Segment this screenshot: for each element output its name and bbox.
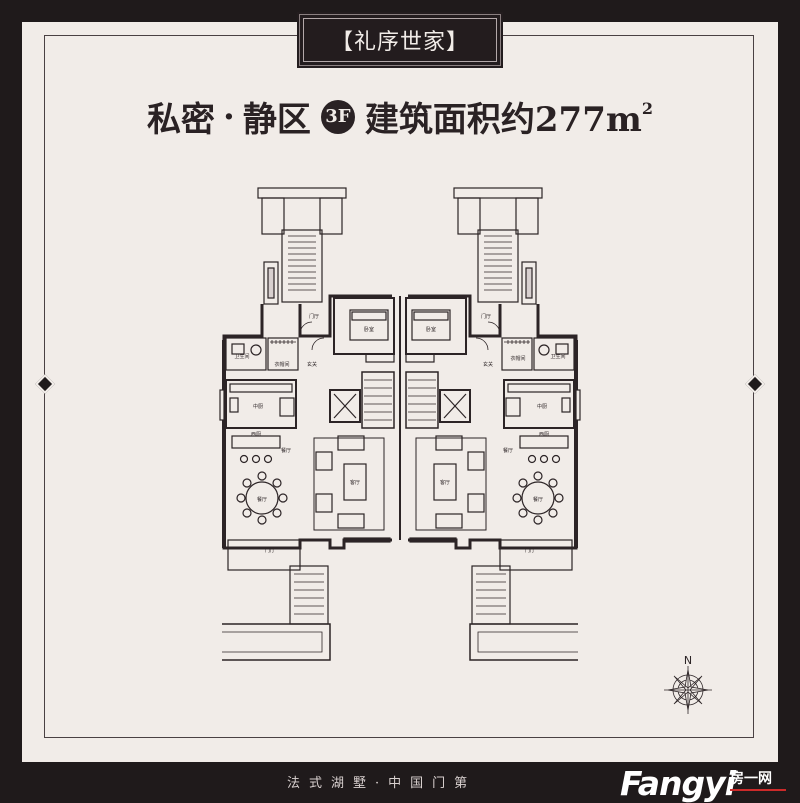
label-foyer-right: 门厅 xyxy=(481,313,491,320)
watermark-logo-cn-text: 房一网 xyxy=(730,771,772,787)
area-superscript: 2 xyxy=(641,99,653,118)
label-pantry-left: 玄关 xyxy=(307,361,317,368)
collection-badge: 【礼序世家】 xyxy=(297,12,503,68)
title-part1: 私密 xyxy=(147,100,216,140)
label-closet-left: 衣帽间 xyxy=(274,361,289,368)
area-label: 建筑面积约277m xyxy=(364,100,642,140)
label-kitchen-right: 中厨 xyxy=(537,403,547,410)
label-foyer-left: 门厅 xyxy=(309,313,319,320)
label-restaurant-left: 餐厅 xyxy=(257,496,267,503)
compass-rose-icon xyxy=(664,666,712,714)
label-porch-right: 门厅 xyxy=(525,547,535,554)
title-separator: · xyxy=(223,96,235,137)
label-bath-right: 卫生间 xyxy=(550,353,565,360)
floor-badge: 3F xyxy=(320,99,355,134)
label-porch-left: 门厅 xyxy=(265,547,275,554)
label-bath-left: 卫生间 xyxy=(234,353,249,360)
watermark-logo: Fangyi xyxy=(620,764,736,803)
label-bedroom-left: 卧室 xyxy=(364,326,374,333)
right-unit-plan xyxy=(404,186,582,662)
label-closet-right: 衣帽间 xyxy=(510,355,525,362)
collection-badge-text: 【礼序世家】 xyxy=(303,18,497,62)
label-bedroom-right: 卧室 xyxy=(426,326,436,333)
label-living-left: 客厅 xyxy=(350,479,360,486)
left-unit-plan xyxy=(218,186,396,662)
compass-north-label: N xyxy=(684,654,692,667)
footer-slogan: 法式湖墅·中国门第 xyxy=(287,776,477,791)
label-dining-right: 餐厅 xyxy=(503,447,513,454)
title-part2: 静区 xyxy=(242,100,311,140)
label-west-kitchen-left: 西厨 xyxy=(251,432,261,438)
label-west-kitchen-right: 西厨 xyxy=(539,432,549,438)
label-restaurant-right: 餐厅 xyxy=(533,496,543,503)
label-living-right: 客厅 xyxy=(440,479,450,486)
footer-bar: 法式湖墅·中国门第 Fangyi 房一网 xyxy=(0,762,800,803)
watermark-underline xyxy=(730,789,786,791)
watermark-logo-cn: 房一网 xyxy=(730,768,786,791)
label-pantry-right: 玄关 xyxy=(483,361,493,368)
label-dining-left: 餐厅 xyxy=(281,447,291,454)
label-kitchen-left: 中厨 xyxy=(253,403,263,410)
